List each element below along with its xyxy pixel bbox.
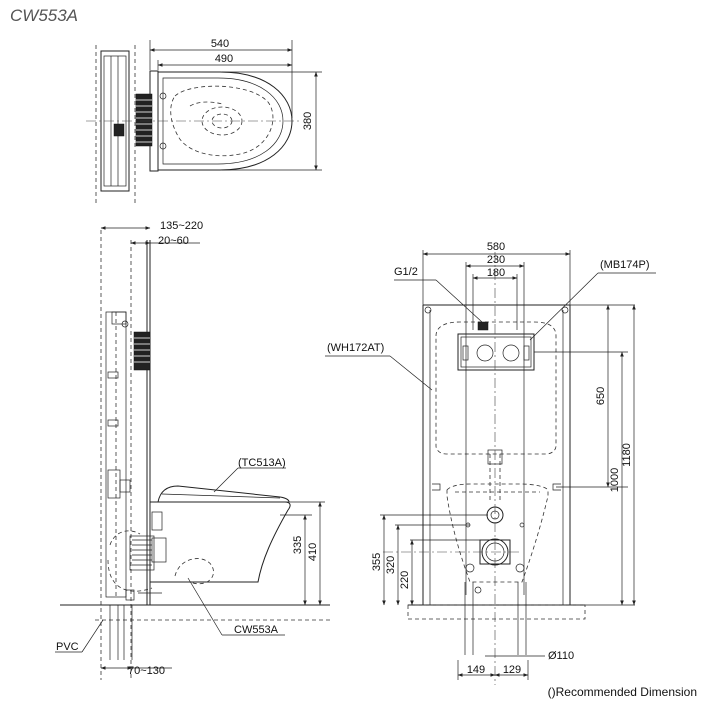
- dim-135-220: 135~220: [160, 220, 203, 232]
- dim-220: 220: [399, 571, 411, 589]
- dim-20-60: 20~60: [158, 235, 189, 247]
- dim-230: 230: [487, 254, 505, 266]
- dim-1000: 1000: [609, 468, 621, 492]
- label-mb174p: (MB174P): [600, 259, 650, 271]
- side-bowl-outline: [149, 501, 291, 583]
- top-fixing-bracket: [135, 93, 153, 147]
- dim-410: 410: [307, 543, 319, 561]
- label-tc513a: (TC513A): [238, 457, 286, 469]
- dim-1180: 1180: [621, 443, 633, 467]
- dim-70-130: 70~130: [128, 665, 165, 677]
- label-g12: G1/2: [394, 266, 418, 278]
- label-pvc: PVC: [56, 641, 79, 653]
- side-seat-lid: [157, 485, 290, 503]
- front-flush-plate: [457, 333, 535, 371]
- dim-149: 149: [467, 664, 485, 676]
- dim-580: 580: [487, 241, 505, 253]
- dim-129: 129: [503, 664, 521, 676]
- label-wh172at: (WH172AT): [327, 342, 384, 354]
- dim-drain: Ø110: [548, 650, 574, 662]
- flush-button-right: [502, 344, 520, 362]
- side-flush-plate: [133, 331, 151, 371]
- front-cistern: [435, 321, 557, 455]
- label-cw553a: CW553A: [234, 624, 279, 636]
- dim-320: 320: [385, 556, 397, 574]
- side-view: 135~220 20~60 335 410 (TC513A) CW553A PV…: [55, 220, 330, 680]
- dim-540: 540: [211, 38, 229, 50]
- dim-180: 180: [487, 267, 505, 279]
- drawing-title: CW553A: [10, 6, 79, 25]
- dim-490: 490: [215, 53, 233, 65]
- footnote: ()Recommended Dimension: [548, 685, 697, 699]
- top-view: 540 490 380: [86, 38, 322, 205]
- front-bowl-outline: [446, 483, 549, 583]
- dim-355: 355: [371, 553, 383, 571]
- water-inlet: [477, 321, 489, 331]
- dim-650: 650: [595, 387, 607, 405]
- dim-335: 335: [292, 536, 304, 554]
- flush-button-left: [476, 344, 494, 362]
- front-view: 580 230 180 G1/2 (MB174P) (WH172AT) 650 …: [325, 241, 656, 685]
- dim-380: 380: [302, 112, 314, 130]
